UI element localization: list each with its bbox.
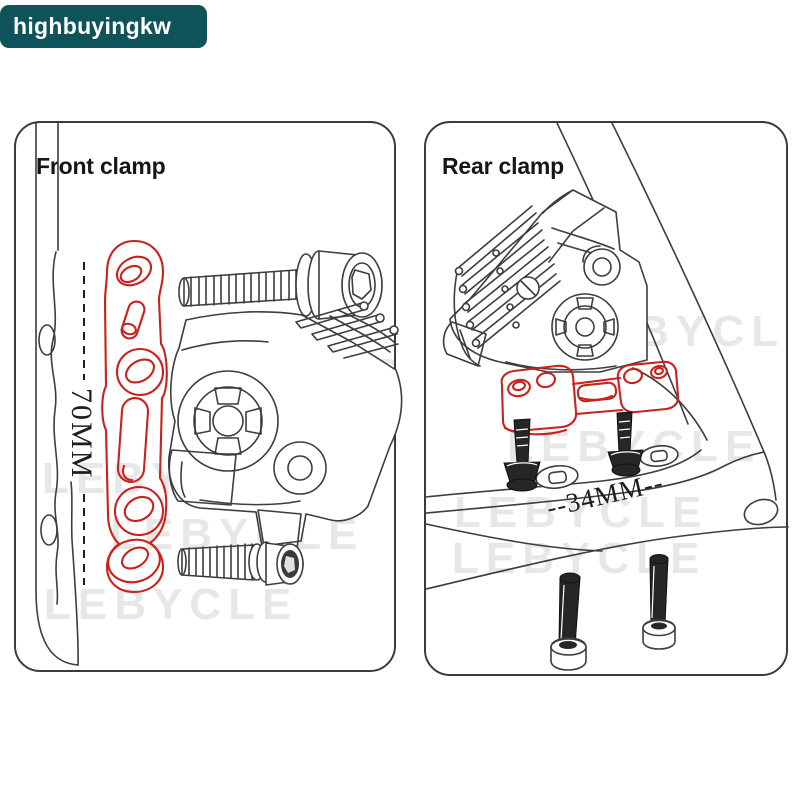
watermark-text: LEBYCLE — [110, 510, 365, 559]
watermark-text: LEBYCLE — [567, 307, 786, 356]
rear-panel-title: Rear clamp — [442, 153, 565, 179]
seller-name: highbuyingkw — [13, 13, 172, 39]
watermark-text: LEBYCLE — [44, 580, 299, 629]
seller-badge: highbuyingkw — [0, 5, 207, 48]
watermark-text: LEBYCLE — [507, 422, 762, 471]
front-panel-title: Front clamp — [36, 153, 166, 179]
front-clamp-panel: Front clamp LEBYCLE LEBYCLE LEBYCLE LEBY… — [14, 121, 396, 672]
watermark-text: LEBYCLE — [42, 454, 297, 503]
rear-clamp-panel: Rear clamp LEBYCLE LEBYCLE LEBYCLE LEBYC… — [424, 121, 788, 676]
watermark-text: LEBYCLE — [452, 534, 707, 583]
watermark-text: LEBYCLE — [454, 488, 709, 537]
watermark-text: LEBYCLE — [302, 350, 394, 399]
